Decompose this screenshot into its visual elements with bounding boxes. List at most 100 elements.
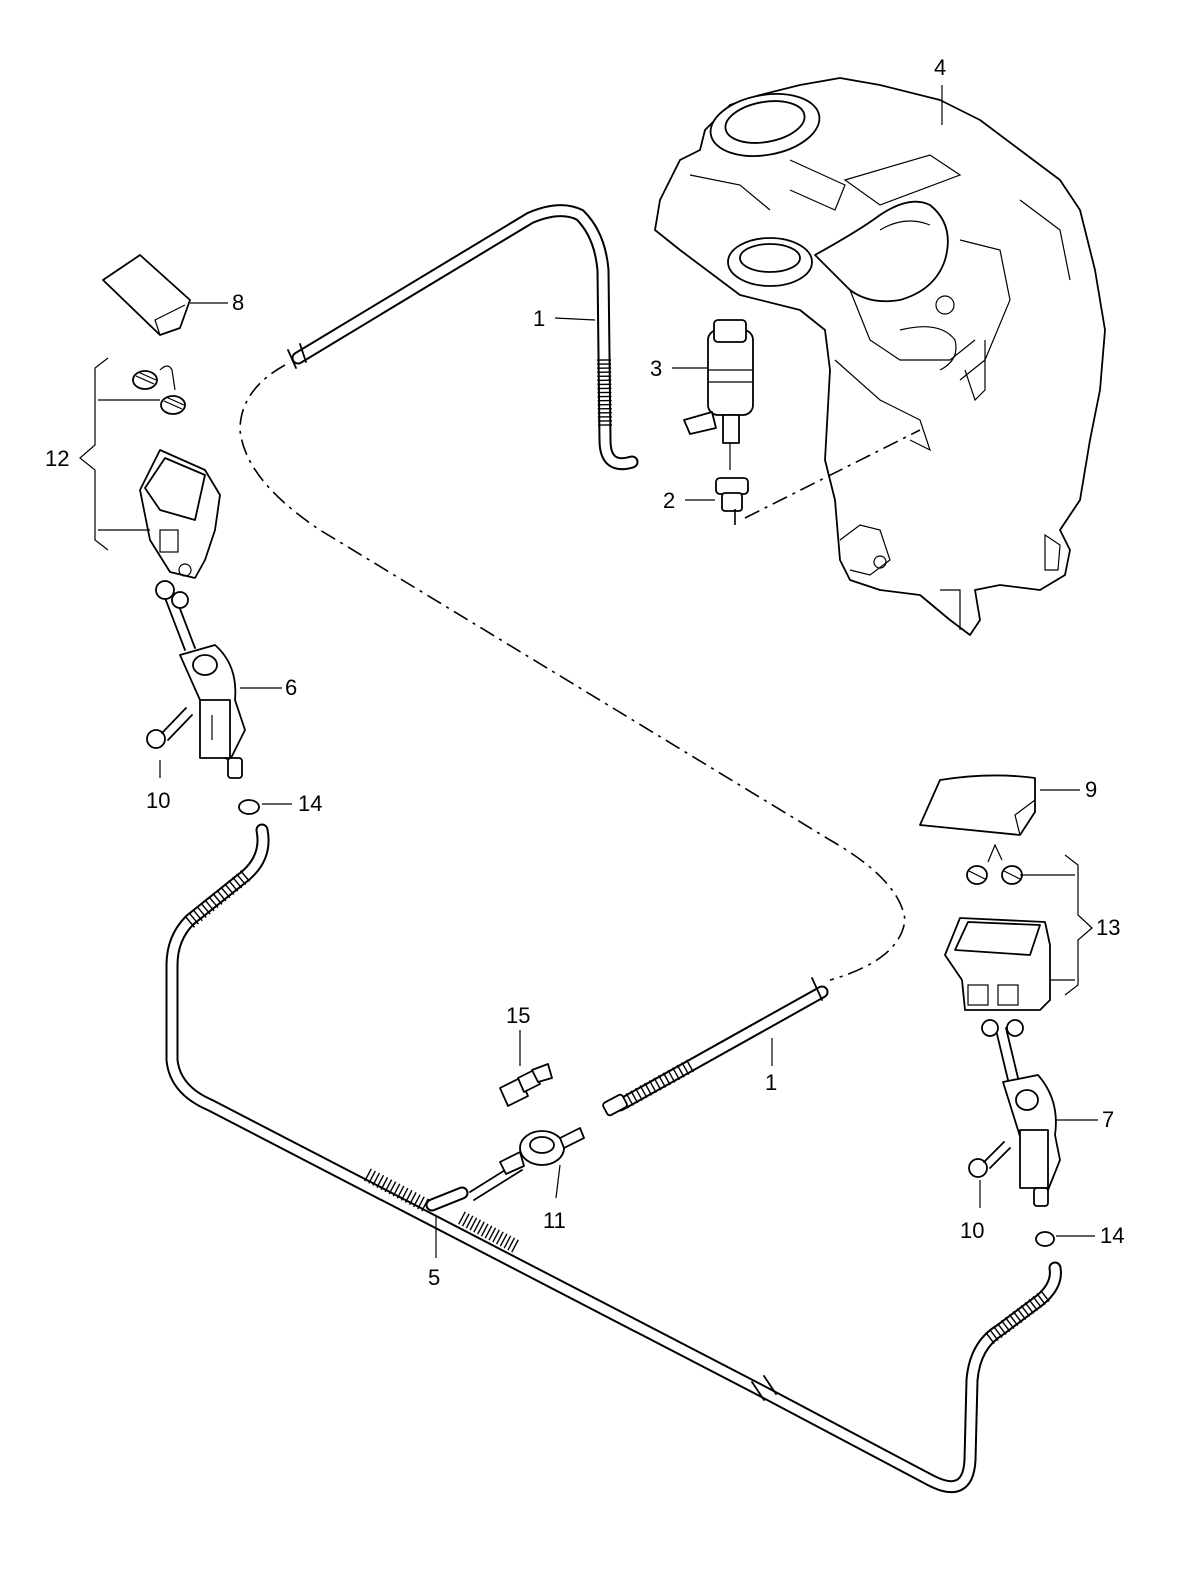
hose-rib — [184, 916, 196, 928]
hose-rib — [667, 1069, 676, 1083]
hose-rib — [392, 1183, 401, 1197]
hose-rib — [488, 1227, 497, 1241]
hose-rib — [458, 1211, 466, 1225]
hose-rib — [380, 1177, 389, 1191]
hose-rib — [408, 1192, 417, 1206]
hose-rib — [208, 896, 219, 909]
hose-rib — [996, 1323, 1007, 1335]
callout-12: 12 — [45, 446, 69, 471]
hose-rib — [507, 1237, 516, 1251]
hose-rib — [1028, 1299, 1039, 1311]
callout-4: 4 — [934, 55, 946, 80]
hose-rib — [511, 1239, 519, 1253]
hose-rib — [993, 1326, 1003, 1338]
hose-rib — [644, 1082, 653, 1096]
hose-rib — [400, 1187, 409, 1201]
hose-rib — [662, 1072, 671, 1086]
hose-rib — [484, 1225, 493, 1239]
hose-route-dashed — [239, 364, 906, 981]
hose-rib — [228, 880, 239, 892]
washer-pump — [683, 319, 754, 470]
callout-10-left: 10 — [146, 788, 170, 813]
callout-6: 6 — [285, 675, 297, 700]
t-piece-connector — [469, 1127, 585, 1201]
hose-1-lower-ribbing — [620, 1059, 695, 1109]
callout-7: 7 — [1102, 1107, 1114, 1132]
hose-5 — [165, 823, 1062, 1494]
hose-1-upper-ribbing — [596, 359, 613, 426]
hose-rib — [417, 1196, 425, 1210]
hose-rib — [1000, 1320, 1011, 1332]
callout-9: 9 — [1085, 777, 1097, 802]
hose-rib — [232, 876, 243, 889]
hose-rib — [480, 1223, 489, 1237]
hose-rib — [192, 909, 203, 922]
hose-rib — [499, 1233, 508, 1247]
hose-rib — [1004, 1317, 1015, 1329]
screw-left — [146, 707, 193, 749]
hose-rib — [1024, 1302, 1035, 1314]
callout-13: 13 — [1096, 915, 1120, 940]
screw-right — [968, 1141, 1011, 1178]
hose-rib — [685, 1059, 695, 1073]
hose-5-ribbing — [184, 870, 1050, 1344]
hose-rib — [676, 1064, 685, 1078]
hose-rib — [1012, 1311, 1023, 1323]
callout-14-right: 14 — [1100, 1223, 1124, 1248]
hose-rib — [465, 1215, 474, 1229]
callout-5: 5 — [428, 1265, 440, 1290]
hose-1-upper — [287, 204, 639, 471]
bracket-assembly-right — [944, 843, 1051, 1011]
check-valve-connector — [499, 1063, 553, 1107]
hose-rib — [634, 1087, 643, 1101]
spring-left-a — [132, 370, 158, 390]
hose-rib — [236, 873, 247, 886]
hose-rib — [216, 889, 227, 902]
hose-rib — [364, 1168, 372, 1182]
callout-1-bottom: 1 — [765, 1070, 777, 1095]
hose-rib — [1032, 1296, 1042, 1308]
hose-rib — [388, 1181, 397, 1195]
hose-rib — [1040, 1290, 1050, 1302]
hose-1-lower — [602, 977, 829, 1117]
callout-11: 11 — [543, 1208, 566, 1233]
hose-rib — [200, 903, 211, 915]
hose-rib — [503, 1235, 512, 1249]
washer-fluid-reservoir — [654, 77, 1106, 636]
hose-rib — [239, 870, 251, 882]
hose-rib — [396, 1185, 405, 1199]
spring-right-b — [1001, 865, 1023, 885]
washer-nozzle-right — [981, 1019, 1061, 1207]
callout-8: 8 — [232, 290, 244, 315]
callout-14-left: 14 — [298, 791, 322, 816]
callout-leaders — [79, 85, 1098, 1258]
hose-rib — [989, 1329, 999, 1341]
hose-rib — [639, 1085, 648, 1099]
cover-cap-left — [102, 254, 191, 336]
callout-1-top: 1 — [533, 306, 545, 331]
hose-rib — [220, 886, 231, 899]
hose-rib — [204, 899, 215, 912]
hose-rib — [1008, 1314, 1019, 1326]
hose-rib — [492, 1229, 500, 1243]
hose-rib — [672, 1067, 681, 1081]
hose-rib — [648, 1080, 657, 1094]
hose-rib — [404, 1189, 413, 1203]
hose-rib — [630, 1090, 639, 1104]
hose-rib — [412, 1194, 421, 1208]
spring-left-b — [160, 395, 186, 415]
hose-rib — [384, 1179, 393, 1193]
callout-3: 3 — [650, 356, 662, 381]
hose-rib — [188, 912, 199, 925]
hose-rib — [1036, 1293, 1046, 1305]
hose-rib — [681, 1062, 690, 1076]
hose-rib — [653, 1077, 662, 1091]
hose-rib — [985, 1332, 995, 1344]
hose-rib — [368, 1170, 376, 1184]
callout-2: 2 — [663, 488, 675, 513]
hose-rib — [625, 1092, 634, 1106]
hose-rib — [1020, 1305, 1031, 1317]
washer-nozzle-left — [155, 580, 246, 779]
spring-right-a — [966, 865, 988, 885]
